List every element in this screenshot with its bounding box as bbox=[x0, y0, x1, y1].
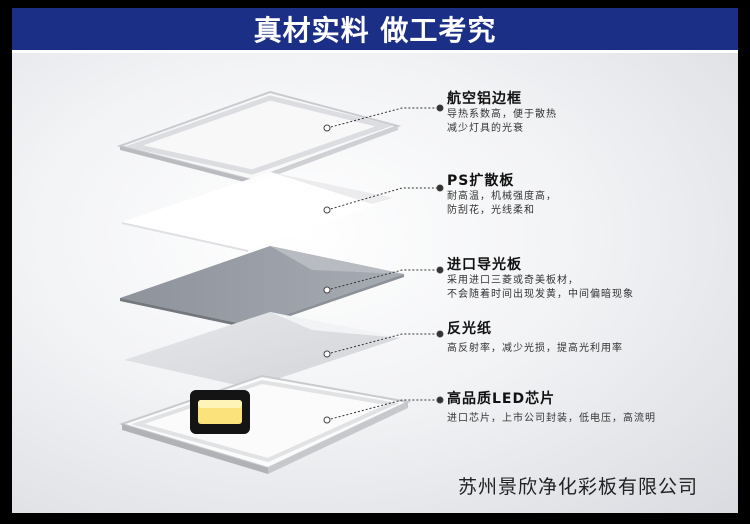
label-aluminum-frame: 航空铝边框 导热系数高，便于散热 减少灯具的光衰 bbox=[447, 90, 557, 136]
layer-desc: 高反射率，减少光损，提高光利用率 bbox=[447, 343, 623, 354]
aluminum-frame-layer bbox=[116, 90, 402, 184]
light-guide-plate-layer bbox=[120, 246, 404, 329]
title-banner: 真材实料 做工考究 bbox=[12, 8, 738, 53]
layer-name: 航空铝边框 bbox=[447, 91, 522, 107]
layer-name: 高品质LED芯片 bbox=[447, 391, 556, 407]
led-chip-icon bbox=[190, 390, 250, 434]
layer-desc: 耐高温，机械强度高， bbox=[447, 191, 557, 202]
layer-name: PS扩散板 bbox=[447, 173, 515, 189]
callout-dots bbox=[323, 104, 444, 424]
label-light-guide: 进口导光板 采用进口三菱或奇美板材， 不会随着时间出现发黄，中间偏暗现象 bbox=[447, 256, 634, 302]
label-led-chip: 高品质LED芯片 进口芯片，上市公司封装，低电压，高流明 bbox=[447, 390, 656, 426]
layer-desc: 进口芯片，上市公司封装，低电压，高流明 bbox=[447, 413, 656, 424]
main-frame: 真材实料 做工考究 bbox=[12, 8, 738, 513]
ps-diffuser-layer bbox=[122, 172, 394, 252]
layer-name: 进口导光板 bbox=[447, 257, 522, 273]
layer-name: 反光纸 bbox=[447, 321, 492, 337]
layer-desc: 减少灯具的光衰 bbox=[447, 123, 524, 134]
label-reflective-paper: 反光纸 高反射率，减少光损，提高光利用率 bbox=[447, 320, 623, 356]
led-base-layer bbox=[118, 374, 412, 474]
layer-illustration bbox=[116, 90, 444, 474]
reflective-paper-layer bbox=[124, 312, 400, 388]
page-title: 真材实料 做工考究 bbox=[253, 14, 497, 47]
label-ps-diffuser: PS扩散板 耐高温，机械强度高， 防刮花，光线柔和 bbox=[447, 172, 557, 218]
callout-lines bbox=[326, 107, 440, 421]
company-name: 苏州景欣净化彩板有限公司 bbox=[457, 476, 698, 498]
layer-desc: 导热系数高，便于散热 bbox=[447, 109, 557, 120]
layer-desc: 防刮花，光线柔和 bbox=[447, 205, 535, 216]
layer-desc: 不会随着时间出现发黄，中间偏暗现象 bbox=[447, 289, 634, 300]
layer-desc: 采用进口三菱或奇美板材， bbox=[447, 275, 579, 286]
